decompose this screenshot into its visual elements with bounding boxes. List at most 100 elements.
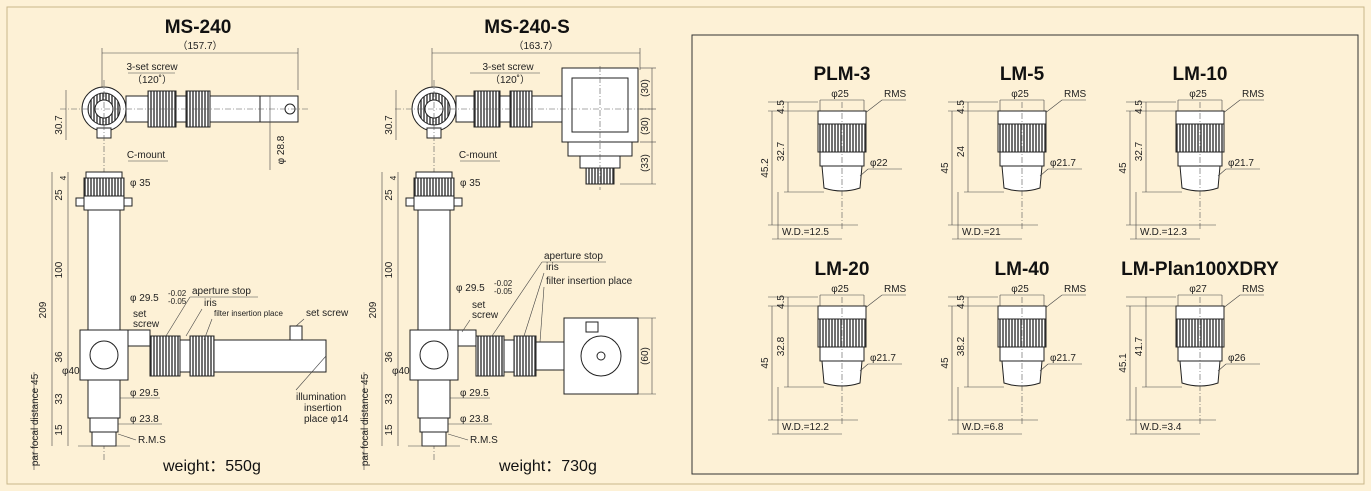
ms240-phi23-8: φ 23.8 (130, 414, 159, 425)
lens-dim-mid: 32.8 (776, 336, 787, 356)
ms240s-rms: R.M.S (470, 435, 498, 446)
ms240s-weight: weight：730g (498, 458, 597, 475)
ms240-dim-4: 4 (59, 175, 68, 180)
lens-title: LM-20 (815, 259, 870, 280)
ms240s-iris: iris (546, 262, 559, 273)
lens-wd: W.D.=12.5 (782, 227, 829, 238)
lens-phi-low: φ21.7 (1050, 353, 1076, 364)
ms240-dim-33: 33 (54, 393, 65, 405)
lens-rms: RMS (884, 284, 907, 295)
ms240-dim-30-7: 30.7 (54, 115, 65, 135)
ms240-illum-1: illumination (296, 392, 346, 403)
ms240s-dim-209: 209 (368, 301, 379, 318)
lens-title: PLM-3 (814, 64, 871, 85)
ms240s-overall-width: （163.7） (513, 40, 558, 52)
ms240s-filter-insertion: filter insertion place (546, 276, 633, 287)
ms240s-phi29-5-tol: φ 29.5 (456, 283, 485, 294)
ms240s-set-screw-3: 3-set screw (482, 62, 534, 73)
ms240-illum-2: insertion (304, 403, 342, 414)
lens-rms: RMS (1064, 284, 1087, 295)
ms240-dim-36: 36 (54, 351, 65, 363)
ms240-tol-upper: -0.02 (168, 289, 187, 298)
lens-dim-top: 4.5 (956, 100, 967, 114)
lens-dim-mid: 32.7 (1134, 141, 1145, 161)
lens-dim-mid: 32.7 (776, 141, 787, 161)
ms240-set-screw-left-1: set (133, 309, 147, 320)
ms240s-dim-4: 4 (389, 175, 398, 180)
ms240-drawing: MS-240 （157.7） 3-set screw （120˚） 30.7 φ… (30, 17, 349, 475)
lens-wd: W.D.=21 (962, 227, 1001, 238)
lens-phi-low: φ21.7 (1050, 158, 1076, 169)
ms240-phi29-5-tol: φ 29.5 (130, 293, 159, 304)
ms240s-tol-lower: -0.05 (494, 287, 513, 296)
lens-phi-low: φ21.7 (870, 353, 896, 364)
lens-dim-total: 45.1 (1118, 353, 1129, 373)
lens-wd: W.D.=12.2 (782, 422, 829, 433)
lens-panel (691, 34, 1359, 475)
lens-title: LM-40 (995, 259, 1050, 280)
ms240s-drawing: MS-240-S （163.7） 3-set screw （120˚） 30.7 (360, 17, 656, 475)
ms240s-dim-33: 33 (384, 393, 395, 405)
ms240-dim-100: 100 (54, 261, 65, 278)
lens-dim-top: 4.5 (776, 100, 787, 114)
lens-dim-top: 4.5 (1134, 100, 1145, 114)
ms240-tol-lower: -0.05 (168, 297, 187, 306)
ms240-set-screw-3: 3-set screw (126, 62, 178, 73)
lens-title: LM-Plan100XDRY (1121, 259, 1279, 280)
ms240-filter-insertion: filter insertion place (214, 309, 283, 318)
ms240-overall-width: （157.7） (177, 40, 222, 52)
ms240s-aperture-stop: aperture stop (544, 251, 603, 262)
lens-rms: RMS (1242, 89, 1265, 100)
lens-rms: RMS (884, 89, 907, 100)
ms240-iris: iris (204, 298, 217, 309)
ms240s-dim-25: 25 (384, 189, 395, 201)
lens-title: LM-5 (1000, 64, 1045, 85)
ms240s-dim-100: 100 (384, 261, 395, 278)
ms240s-dim-30-7: 30.7 (384, 115, 395, 135)
ms240s-dim-30b: (30) (640, 117, 651, 135)
lens-phi-top: φ25 (1189, 89, 1207, 100)
lens-0: PLM-3 φ25 RMS φ22 4.5 32.7 45.2W.D.=12.5 (760, 64, 907, 240)
ms240-title: MS-240 (165, 17, 232, 38)
lens-phi-top: φ25 (1011, 89, 1029, 100)
lens-dim-top: 4.5 (776, 295, 787, 309)
lens-wd: W.D.=3.4 (1140, 422, 1182, 433)
ms240s-title: MS-240-S (484, 17, 570, 38)
ms240-phi35: φ 35 (130, 178, 151, 189)
ms240s-dim-15: 15 (384, 424, 395, 436)
lens-dim-mid: 38.2 (956, 336, 967, 356)
lens-title: LM-10 (1173, 64, 1228, 85)
lens-rms: RMS (1064, 89, 1087, 100)
ms240-dim-15: 15 (54, 424, 65, 436)
lens-wd: W.D.=12.3 (1140, 227, 1187, 238)
ms240-illum-3: place φ14 (304, 414, 349, 425)
lens-dim-total: 45.2 (760, 158, 771, 178)
ms240s-angle: （120˚） (490, 74, 530, 86)
lens-wd: W.D.=6.8 (962, 422, 1004, 433)
ms240-dim-209: 209 (38, 301, 49, 318)
lens-dim-mid: 24 (956, 146, 967, 158)
lens-dim-top: 4.5 (956, 295, 967, 309)
ms240-rms: R.M.S (138, 435, 166, 446)
ms240-set-screw-left-2: screw (133, 319, 160, 330)
lens-phi-top: φ25 (831, 89, 849, 100)
ms240-set-screw: set screw (306, 308, 349, 319)
lens-dim-mid: 41.7 (1134, 336, 1145, 356)
lens-phi-low: φ26 (1228, 353, 1246, 364)
lens-phi-low: φ21.7 (1228, 158, 1254, 169)
page-frame (6, 6, 1365, 485)
ms240s-dim-33-top: (33) (640, 154, 651, 172)
ms240s-tol-upper: -0.02 (494, 279, 513, 288)
ms240s-dim-30a: (30) (640, 79, 651, 97)
lens-phi-low: φ22 (870, 158, 888, 169)
ms240-par-focal: par focal distance 45 (30, 373, 41, 466)
ms240s-phi35: φ 35 (460, 178, 481, 189)
ms240s-dim-60: (60) (640, 347, 651, 365)
ms240-c-mount: C-mount (127, 150, 166, 161)
